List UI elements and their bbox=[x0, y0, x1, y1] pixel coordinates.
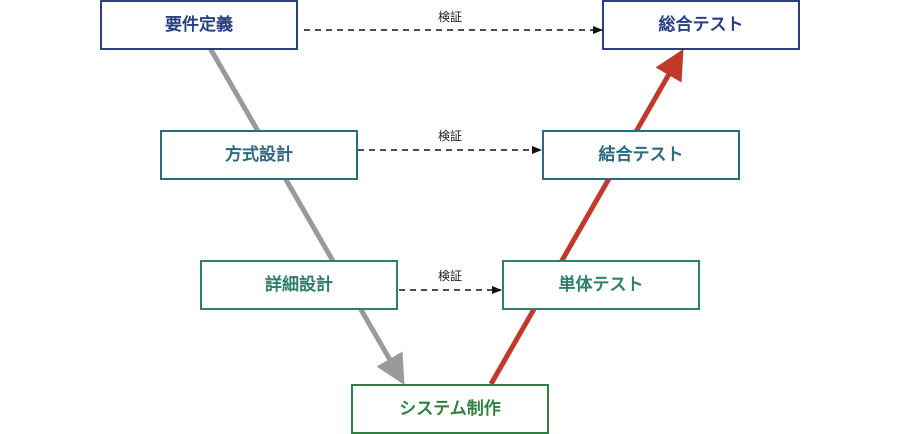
node-integration-test-box bbox=[542, 130, 740, 180]
node-requirements-label: 要件定義 bbox=[165, 14, 233, 35]
node-basic-design-box bbox=[160, 130, 358, 180]
verify-label-bottom: 検証 bbox=[438, 269, 462, 283]
node-system-test-box bbox=[602, 0, 800, 50]
verify-label-middle: 検証 bbox=[438, 129, 462, 143]
node-detail-design-label: 詳細設計 bbox=[265, 274, 333, 295]
verify-label-top: 検証 bbox=[438, 10, 462, 24]
node-system-test-label: 総合テスト bbox=[659, 14, 744, 35]
node-basic-design-label: 方式設計 bbox=[225, 144, 293, 165]
node-basic-design: 方式設計 bbox=[160, 130, 358, 180]
node-unit-test-label: 単体テスト bbox=[559, 274, 644, 295]
upward-flow-arrow bbox=[488, 48, 684, 386]
node-unit-test: 単体テスト bbox=[502, 260, 700, 310]
node-system-test: 総合テスト bbox=[602, 0, 800, 50]
node-implementation-box bbox=[351, 384, 549, 434]
node-unit-test-box bbox=[502, 260, 700, 310]
node-implementation-label: システム制作 bbox=[399, 398, 501, 419]
node-integration-test-label: 結合テスト bbox=[599, 144, 684, 165]
node-requirements-box bbox=[100, 0, 298, 50]
node-integration-test: 結合テスト bbox=[542, 130, 740, 180]
node-detail-design-box bbox=[200, 260, 398, 310]
node-requirements: 要件定義 bbox=[100, 0, 298, 50]
downward-flow-arrow bbox=[207, 46, 405, 385]
node-detail-design: 詳細設計 bbox=[200, 260, 398, 310]
node-implementation: システム制作 bbox=[351, 384, 549, 434]
